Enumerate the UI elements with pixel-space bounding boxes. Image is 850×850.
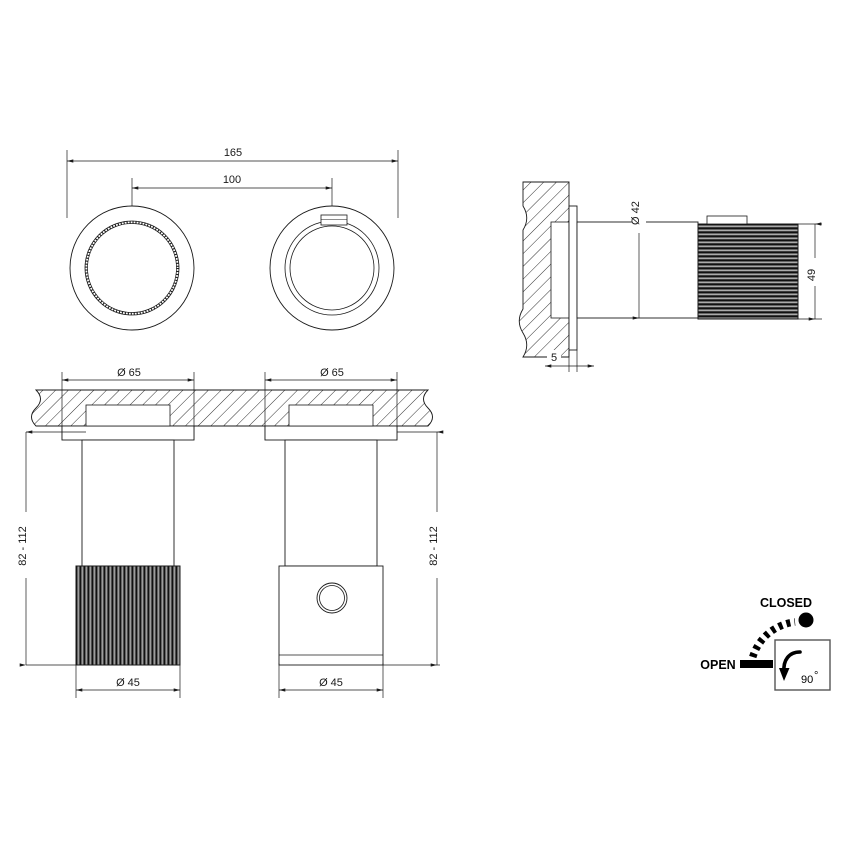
dimension-label-82-112-left: 82 - 112 [17,526,29,566]
side-section-view: Ø 42 49 5 [518,181,822,372]
dimension-label-82-112-right: 82 - 112 [428,526,440,566]
valve-operation-diagram: CLOSED OPEN 90 ° [700,596,831,691]
valve-body-side [576,221,699,319]
dimension-label-165: 165 [224,147,242,159]
dimension-label-dia-42: Ø 42 [630,201,642,225]
ninety-degree-box: 90 ° [774,639,831,691]
open-position-bar [740,660,773,668]
left-knurled-handle [75,565,181,666]
angle-box-border [774,639,831,691]
dimension-label-dia-65-right: Ø 65 [320,367,344,379]
dimension-right-projection-82-112: 82 - 112 [383,430,444,667]
dimension-overall-width-165: 165 [66,145,399,218]
dimension-label-dia-45-right: Ø 45 [319,677,343,689]
right-escutcheon-plate [264,425,398,441]
dimension-left-body-dia-45: Ø 45 [75,663,181,698]
front-section-view: Ø 65 Ø 65 [17,365,444,698]
closed-label: CLOSED [760,596,812,610]
dimension-right-body-dia-45: Ø 45 [278,663,384,698]
handle-top-tab [706,215,748,225]
spout-tab [320,214,348,226]
rotation-arc-dashes [747,618,796,666]
front-elevation-view: 165 100 [66,145,399,331]
closed-position-dot [798,612,814,628]
dimension-label-dia-45-left: Ø 45 [116,677,140,689]
wall-recess [550,221,570,319]
dimension-right-rosette-dia-65: Ø 65 [264,365,398,440]
left-shank [81,439,175,567]
left-rosette-front [69,205,195,331]
knurl-ring-teeth [84,220,180,316]
rosette-inner-circle [84,220,180,316]
dimension-handle-height-49: 49 [798,222,822,321]
left-wall-recess [85,404,171,427]
right-spout-assembly-section [264,404,398,666]
spout-outlet-inner [319,585,345,611]
dimension-body-diameter-42: Ø 42 [630,191,646,320]
dimension-label-49: 49 [806,269,818,281]
dimension-label-5: 5 [551,352,557,364]
escutcheon-plate-side [568,205,578,351]
knurled-handle-side [697,215,799,320]
dimension-label-100: 100 [223,174,241,186]
left-valve-assembly-section [61,404,195,666]
right-rosette-front [269,205,395,331]
dimension-left-projection-82-112: 82 - 112 [17,430,86,667]
left-escutcheon-plate [61,425,195,441]
rosette-inner-circle [289,225,375,311]
rotation-arrow-head [779,668,790,681]
open-label: OPEN [700,658,735,672]
dimension-label-dia-65-left: Ø 65 [117,367,141,379]
degree-symbol-label: ° [814,670,818,682]
angle-value-label: 90 [801,674,813,686]
dimension-plate-thickness-5: 5 [545,350,594,372]
right-spout-body [278,565,384,666]
wall-section-side [518,181,570,358]
right-wall-recess [288,404,374,427]
right-shank [284,439,378,567]
